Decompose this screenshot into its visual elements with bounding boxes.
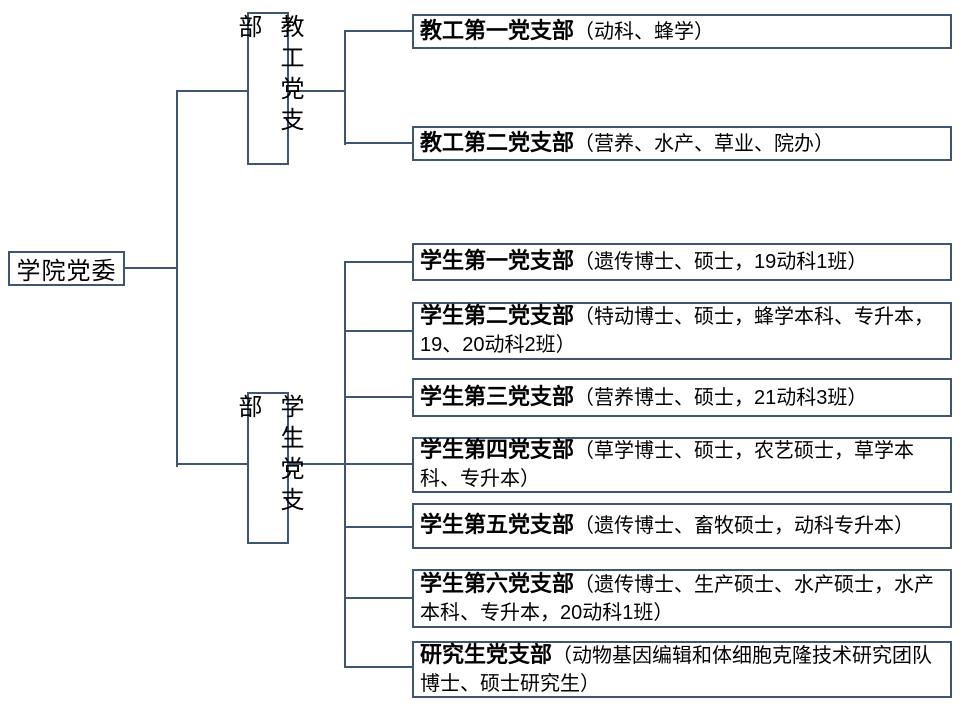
leaf-title: 教工第一党支部 bbox=[420, 17, 575, 43]
connector-trunk-to-faculty bbox=[178, 90, 247, 92]
leaf-node-student-5: 学生第五党支部（遗传博士、畜牧硕士，动科专升本） bbox=[412, 503, 952, 549]
stub-student-7 bbox=[346, 666, 412, 668]
leaf-title: 学生第一党支部 bbox=[420, 248, 575, 273]
leaf-title: 学生第五党支部 bbox=[420, 512, 575, 537]
leaf-detail: （动物基因编辑和体细胞克隆技术研究团队博士、硕士研究生） bbox=[420, 644, 933, 695]
connector-trunk-to-student bbox=[178, 463, 247, 465]
root-node: 学院党委 bbox=[8, 251, 125, 286]
leaf-node-student-4: 学生第四党支部（草学博士、硕士，农艺硕士，草学本科、专升本） bbox=[412, 437, 952, 493]
leaf-title: 学生第二党支部 bbox=[420, 303, 575, 328]
branch-node-faculty-label: 教工党支部 bbox=[234, 14, 303, 138]
leaf-detail: （遗传博士、硕士，19动科1班） bbox=[574, 251, 868, 273]
branch-node-student-label: 学生党支部 bbox=[234, 394, 303, 518]
stub-student-5 bbox=[346, 526, 412, 528]
leaf-title: 研究生党支部 bbox=[420, 641, 553, 667]
leaf-detail: （遗传博士、生产硕士、水产硕士，水产本科、专升本，20动科1班） bbox=[420, 573, 935, 624]
branch-node-faculty: 教工党支部 bbox=[234, 12, 303, 165]
connector-faculty-to-subtrunk bbox=[289, 90, 344, 92]
leaf-node-student-2: 学生第二党支部（特动博士、硕士，蜂学本科、专升本，19、20动科2班） bbox=[412, 302, 952, 360]
leaf-node-student-6: 学生第六党支部（遗传博士、生产硕士、水产硕士，水产本科、专升本，20动科1班） bbox=[412, 569, 952, 628]
leaf-title: 学生第三党支部 bbox=[420, 383, 575, 409]
root-node-label: 学院党委 bbox=[16, 258, 117, 285]
stub-student-3 bbox=[346, 396, 412, 398]
leaf-detail: （营养、水产、草业、院办） bbox=[574, 132, 835, 155]
leaf-title: 学生第四党支部 bbox=[420, 437, 575, 462]
connector-student-to-subtrunk bbox=[289, 463, 344, 465]
leaf-detail: （特动博士、硕士，蜂学本科、专升本，19、20动科2班） bbox=[420, 306, 935, 356]
trunk-student bbox=[344, 261, 346, 668]
leaf-detail: （营养博士、硕士，21动科3班） bbox=[574, 386, 868, 409]
trunk-main bbox=[176, 90, 178, 467]
branch-node-student: 学生党支部 bbox=[234, 392, 303, 544]
trunk-faculty bbox=[344, 30, 346, 145]
leaf-title: 学生第六党支部 bbox=[420, 570, 575, 596]
leaf-node-student-3: 学生第三党支部（营养博士、硕士，21动科3班） bbox=[412, 378, 952, 417]
leaf-node-graduate: 研究生党支部（动物基因编辑和体细胞克隆技术研究团队博士、硕士研究生） bbox=[412, 641, 952, 698]
leaf-title: 教工第二党支部 bbox=[420, 129, 575, 155]
stub-faculty-1 bbox=[346, 30, 412, 32]
stub-student-1 bbox=[346, 261, 412, 263]
leaf-detail: （草学博士、硕士，农艺硕士，草学本科、专升本） bbox=[420, 440, 915, 490]
leaf-node-faculty-2: 教工第二党支部（营养、水产、草业、院办） bbox=[412, 126, 952, 161]
leaf-detail: （动科、蜂学） bbox=[574, 20, 715, 43]
stub-student-6 bbox=[346, 597, 412, 599]
stub-faculty-2 bbox=[346, 142, 412, 144]
stub-student-4 bbox=[346, 463, 412, 465]
leaf-node-faculty-1: 教工第一党支部（动科、蜂学） bbox=[412, 14, 952, 49]
leaf-detail: （遗传博士、畜牧硕士，动科专升本） bbox=[574, 515, 915, 537]
stub-student-2 bbox=[346, 330, 412, 332]
leaf-node-student-1: 学生第一党支部（遗传博士、硕士，19动科1班） bbox=[412, 243, 952, 281]
connector-root-to-trunk bbox=[125, 267, 177, 269]
